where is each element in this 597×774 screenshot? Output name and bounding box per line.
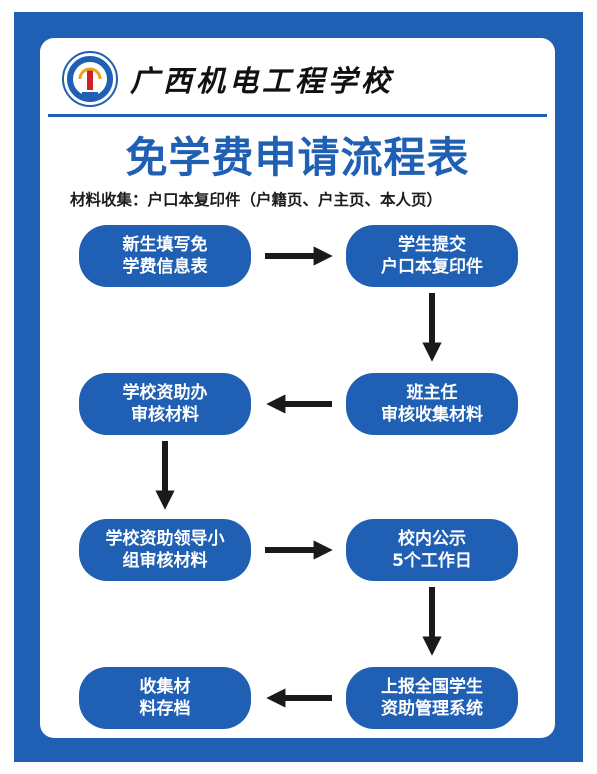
step-label-line: 新生填写免 [122, 235, 208, 255]
header: 广西机电工程学校 [62, 46, 394, 112]
step-label-line: 收集材 [139, 677, 191, 697]
step-label-line: 学费信息表 [122, 257, 208, 277]
step-label-line: 学校资助办 [122, 383, 208, 403]
step-archive-materials: 收集材 料存档 [79, 667, 251, 729]
step-aid-office-review: 学校资助办 审核材料 [79, 373, 251, 435]
content-panel: 广西机电工程学校 免学费申请流程表 材料收集：户口本复印件（户籍页、户主页、本人… [40, 38, 555, 738]
step-label-line: 上报全国学生 [381, 677, 483, 697]
step-label-line: 校内公示 [398, 529, 466, 549]
school-emblem-icon [62, 51, 118, 107]
step-label-line: 班主任 [406, 383, 458, 403]
step-label-line: 5个工作日 [392, 551, 472, 571]
step-label-line: 组审核材料 [122, 551, 208, 571]
step-label-line: 审核收集材料 [381, 405, 483, 425]
step-submit-hukou-copy: 学生提交 户口本复印件 [346, 225, 518, 287]
step-label-line: 审核材料 [131, 405, 199, 425]
flow-arrows [155, 246, 442, 708]
step-report-national-system: 上报全国学生 资助管理系统 [346, 667, 518, 729]
step-label-line: 学校资助领导小 [105, 529, 225, 549]
step-label-line: 户口本复印件 [381, 257, 483, 277]
step-label-line: 学生提交 [398, 235, 466, 255]
step-campus-publicity: 校内公示 5个工作日 [346, 519, 518, 581]
step-label-line: 资助管理系统 [381, 699, 483, 719]
school-name: 广西机电工程学校 [130, 64, 395, 98]
step-leadership-group-review: 学校资助领导小 组审核材料 [79, 519, 251, 581]
step-label-line: 料存档 [139, 699, 191, 719]
page-title: 免学费申请流程表 [125, 133, 470, 182]
materials-note: 材料收集：户口本复印件（户籍页、户主页、本人页） [70, 191, 443, 209]
header-divider [48, 114, 547, 117]
step-new-student-form: 新生填写免 学费信息表 [79, 225, 251, 287]
blue-frame: 广西机电工程学校 免学费申请流程表 材料收集：户口本复印件（户籍页、户主页、本人… [14, 12, 583, 762]
step-headteacher-review: 班主任 审核收集材料 [346, 373, 518, 435]
